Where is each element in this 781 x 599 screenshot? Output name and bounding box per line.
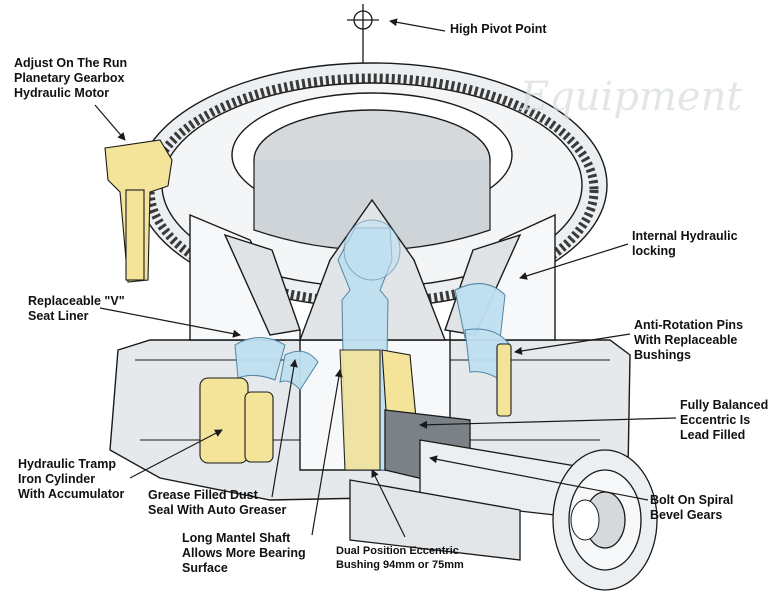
label-anti-rotation-pins: Anti-Rotation Pins With Replaceable Bush… xyxy=(634,318,744,362)
leader-lines xyxy=(94,18,677,538)
label-eccentric: Fully Balanced Eccentric Is Lead Filled xyxy=(680,398,769,442)
label-hydraulic-locking: Internal Hydraulic locking xyxy=(632,229,738,258)
label-eccentric-bushing: Dual Position Eccentric Bushing 94mm or … xyxy=(336,545,464,571)
label-high-pivot: High Pivot Point xyxy=(450,22,547,36)
label-tramp-cylinder: Hydraulic Tramp Iron Cylinder With Accum… xyxy=(18,457,125,501)
label-mantel-shaft: Long Mantel Shaft Allows More Bearing Su… xyxy=(182,531,306,575)
label-gearbox: Adjust On The Run Planetary Gearbox Hydr… xyxy=(14,56,128,100)
label-grease-seal: Grease Filled Dust Seal With Auto Grease… xyxy=(148,488,287,517)
watermark: Equipment xyxy=(519,74,743,120)
label-bevel-gears: Bolt On Spiral Bevel Gears xyxy=(650,493,734,522)
label-v-seat-liner: Replaceable "V" Seat Liner xyxy=(28,294,125,323)
